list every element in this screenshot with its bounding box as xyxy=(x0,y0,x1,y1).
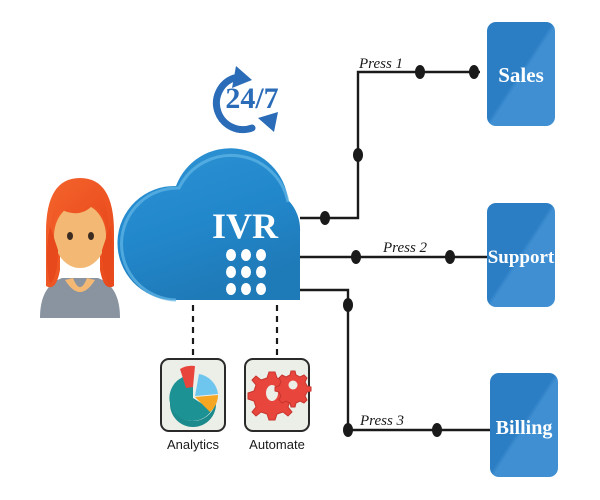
circular-arrow-head-bottom xyxy=(258,112,278,132)
automate-caption: Automate xyxy=(249,437,305,452)
analytics-icon-card[interactable]: Analytics xyxy=(160,358,226,452)
sales-node[interactable]: Sales xyxy=(487,22,555,126)
gear-small xyxy=(274,370,312,408)
ivr-cloud-shape xyxy=(117,148,301,300)
availability-badge: 24/7 xyxy=(212,66,279,134)
support-node-label: Support xyxy=(488,247,555,268)
automate-icon-card[interactable]: Automate xyxy=(244,358,312,452)
support-node-box xyxy=(487,203,555,307)
sales-node-box xyxy=(487,22,555,126)
connector-node-dot xyxy=(415,65,425,79)
sales-node-label: Sales xyxy=(498,63,544,87)
connector-node-dot xyxy=(353,148,363,162)
press-3-label: Press 3 xyxy=(359,413,404,429)
gears-icon xyxy=(247,370,312,421)
connector-node-dot xyxy=(432,423,442,437)
connector-node-dot xyxy=(320,211,330,225)
connector-node-dot xyxy=(343,298,353,312)
dial-keypad xyxy=(226,249,266,295)
connector-press-3 xyxy=(293,288,490,432)
avatar-hair-front xyxy=(51,184,109,232)
connector-node-dot xyxy=(445,250,455,264)
pie-slice-teal xyxy=(169,374,212,421)
connector-node-dot xyxy=(343,423,353,437)
billing-node-box xyxy=(490,373,558,477)
analytics-caption: Analytics xyxy=(167,437,220,452)
pie-chart-depth xyxy=(170,398,216,427)
support-node[interactable]: Support xyxy=(487,203,555,307)
connector-node-dot xyxy=(351,250,361,264)
avatar-hair-lock-right xyxy=(102,226,113,284)
ivr-label: IVR xyxy=(212,206,279,246)
billing-node-label: Billing xyxy=(496,417,553,439)
press-2-label: Press 2 xyxy=(382,240,428,256)
pie-slice-orange xyxy=(195,395,218,412)
customer-avatar xyxy=(40,178,120,318)
circular-arrow-head-top xyxy=(232,66,252,88)
pie-slice-lightblue xyxy=(195,374,218,396)
billing-node[interactable]: Billing xyxy=(490,373,558,477)
availability-badge-label: 24/7 xyxy=(225,82,278,115)
ivr-cloud-highlight xyxy=(120,153,290,302)
avatar-eye-left xyxy=(67,232,73,240)
avatar-hair-lock-left xyxy=(47,226,58,284)
pie-chart-icon xyxy=(169,365,218,427)
circular-arrow-icon xyxy=(212,74,256,134)
connector-press-1 xyxy=(300,70,480,220)
pie-slice-red xyxy=(180,365,195,388)
ivr-cloud-node[interactable]: IVR xyxy=(117,148,301,302)
connector-node-dot xyxy=(469,65,479,79)
avatar-body xyxy=(40,278,120,318)
avatar-neck xyxy=(65,278,95,292)
avatar-face xyxy=(54,204,106,268)
avatar-eye-right xyxy=(88,232,94,240)
press-1-label: Press 1 xyxy=(358,56,403,72)
